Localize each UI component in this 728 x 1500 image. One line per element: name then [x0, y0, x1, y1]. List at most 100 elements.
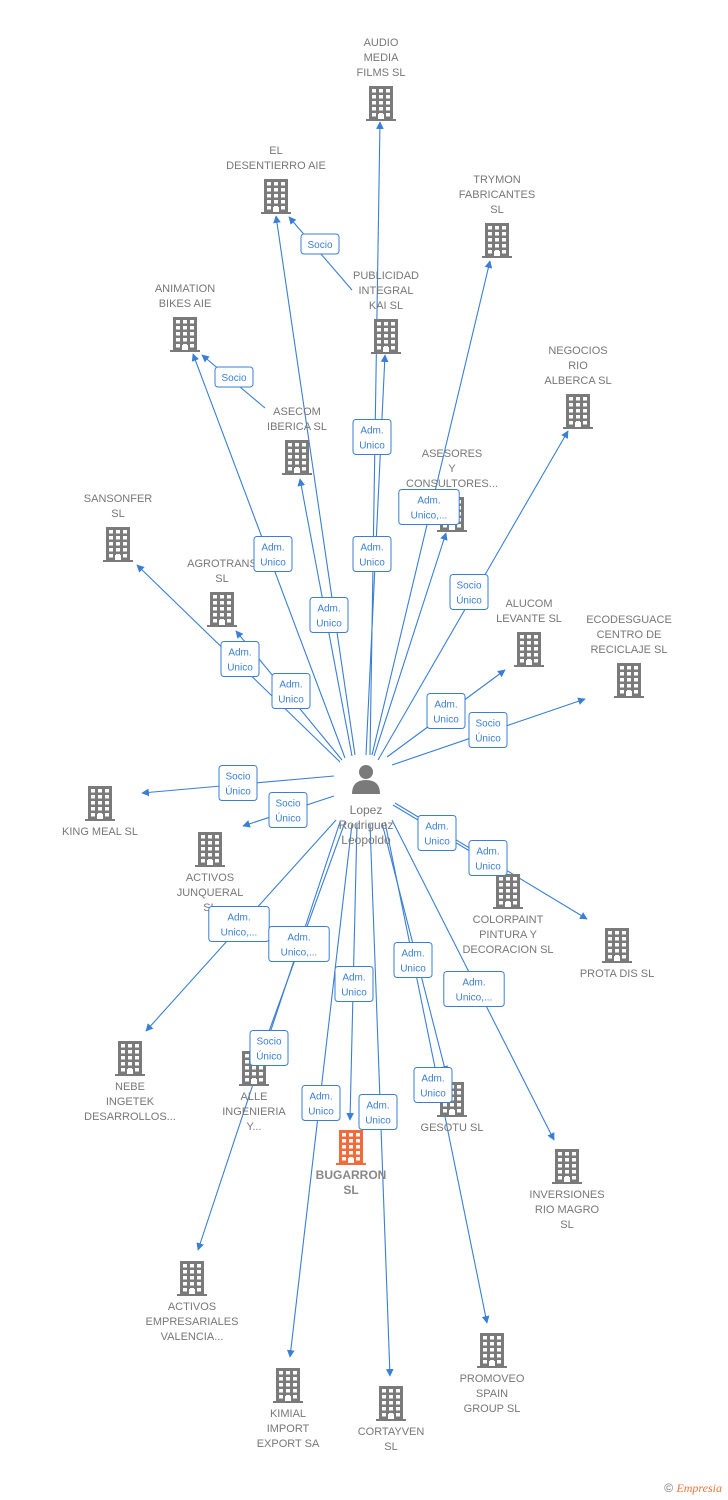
- edge-label-box: [334, 966, 374, 1002]
- edge-label-box: [468, 840, 508, 876]
- building-icon: [115, 1041, 145, 1076]
- edge-label-lopez-protadis[interactable]: Adm.Unico: [468, 840, 508, 876]
- edge-label-asecom-animation[interactable]: Socio: [214, 366, 254, 388]
- company-name-line: LEVANTE SL: [496, 613, 562, 625]
- edge-label-lopez-asecom[interactable]: Adm.Unico: [309, 597, 349, 633]
- edge-role-text: Unico: [424, 837, 450, 848]
- edge-label-lopez-colorpaint[interactable]: Adm.Unico: [417, 815, 457, 851]
- node-company-protadis[interactable]: PROTA DIS SL: [580, 928, 654, 980]
- edge-label-lopez-alucom[interactable]: Adm.Unico: [426, 693, 466, 729]
- edge-role-text: Adm.: [261, 543, 284, 554]
- edge-role-text: Unico,...: [221, 928, 258, 939]
- edge-role-text: Socio: [275, 799, 300, 810]
- edge-label-lopez-agrotrans[interactable]: Adm. Unico: [271, 673, 311, 709]
- node-company-activosv[interactable]: ACTIVOSEMPRESARIALESVALENCIA...: [146, 1261, 239, 1343]
- person-name-line: Rodriguez: [339, 818, 394, 832]
- node-company-nebe[interactable]: NEBEINGETEKDESARROLLOS...: [84, 1041, 176, 1123]
- building-icon: [477, 1333, 507, 1368]
- edge-label-box: [253, 536, 293, 572]
- edge-label-lopez-gesotu[interactable]: Adm.Unico: [393, 942, 433, 978]
- company-name-line: RIO MAGRO: [535, 1204, 600, 1216]
- company-name-line: IBERICA SL: [267, 421, 327, 433]
- edge-role-text: Unico: [475, 862, 501, 873]
- company-name-line: FILMS SL: [357, 67, 406, 79]
- building-icon: [371, 319, 401, 354]
- edge-role-text: Adm.: [360, 426, 383, 437]
- building-icon: [170, 317, 200, 352]
- edge-label-lopez-alle[interactable]: Adm. Unico,...: [268, 926, 330, 962]
- edge-role-text: Adm.: [360, 543, 383, 554]
- building-icon: [482, 223, 512, 258]
- edge-role-text: Unico,...: [456, 993, 493, 1004]
- company-name-line: COLORPAINT: [473, 914, 544, 926]
- company-name-line: ANIMATION: [155, 283, 215, 295]
- building-icon: [493, 874, 523, 909]
- footer-brand: © Empresia: [664, 1481, 722, 1496]
- edge-role-text: Unico: [359, 441, 385, 452]
- edge-role-text: Adm.: [317, 604, 340, 615]
- company-name-line: JUNQUERAL: [177, 887, 244, 899]
- building-icon: [563, 394, 593, 429]
- edge-label-publicidad-desentierro[interactable]: Socio: [300, 233, 340, 255]
- edge-role-text: Unico,...: [281, 948, 318, 959]
- building-icon: [336, 1130, 366, 1165]
- edge-label-box: [208, 906, 270, 942]
- edge-label-lopez-animation[interactable]: Adm.Unico: [253, 536, 293, 572]
- edge-label-lopez-kimial[interactable]: Adm.Unico: [301, 1085, 341, 1121]
- edge-role-text: Socio: [221, 373, 246, 384]
- company-name-line: ECODESGUACE: [586, 614, 672, 626]
- edge-label-lopez-publicidad[interactable]: Adm. Unico: [352, 419, 392, 455]
- edge-role-text: Adm.: [279, 680, 302, 691]
- company-name-line: Y: [448, 463, 456, 475]
- edge-label-lopez-nebe[interactable]: Adm. Unico,...: [208, 906, 270, 942]
- edge-label-lopez-bugarron[interactable]: Adm.Unico: [334, 966, 374, 1002]
- brand-name: Empresia: [676, 1481, 722, 1495]
- edge-role-text: Unico: [278, 695, 304, 706]
- edge-label-lopez-cortayven[interactable]: Adm.Unico: [358, 1094, 398, 1130]
- node-company-kingmeal[interactable]: KING MEAL SL: [62, 786, 138, 838]
- edge-label-lopez-trymon[interactable]: Adm.Unico: [352, 536, 392, 572]
- edge-role-text: Único: [225, 785, 251, 798]
- edge-label-lopez-asesores[interactable]: Adm.Unico,...: [398, 489, 460, 525]
- company-name-line: SL: [343, 1183, 358, 1197]
- node-company-animation[interactable]: ANIMATION BIKES AIE: [155, 283, 215, 352]
- edge-role-text: Adm.: [227, 913, 250, 924]
- company-name-line: AGROTRANS: [187, 558, 257, 570]
- building-icon: [376, 1386, 406, 1421]
- edge-label-box: [214, 366, 254, 388]
- company-name-line: NEGOCIOS: [548, 345, 607, 357]
- node-company-activosj[interactable]: ACTIVOSJUNQUERALSL: [177, 832, 244, 914]
- building-icon: [366, 86, 396, 121]
- building-icon: [103, 527, 133, 562]
- edge-label-lopez-sansonfer[interactable]: Adm.Unico: [220, 641, 260, 677]
- edge-role-text: Adm.: [287, 933, 310, 944]
- edge-label-lopez-promoveo[interactable]: Adm.Unico: [413, 1067, 453, 1103]
- company-name-line: BIKES AIE: [159, 298, 212, 310]
- company-name-line: SL: [490, 204, 503, 216]
- edge-label-box: [449, 574, 489, 610]
- edge-label-lopez-inversiones[interactable]: Adm.Unico,...: [443, 971, 505, 1007]
